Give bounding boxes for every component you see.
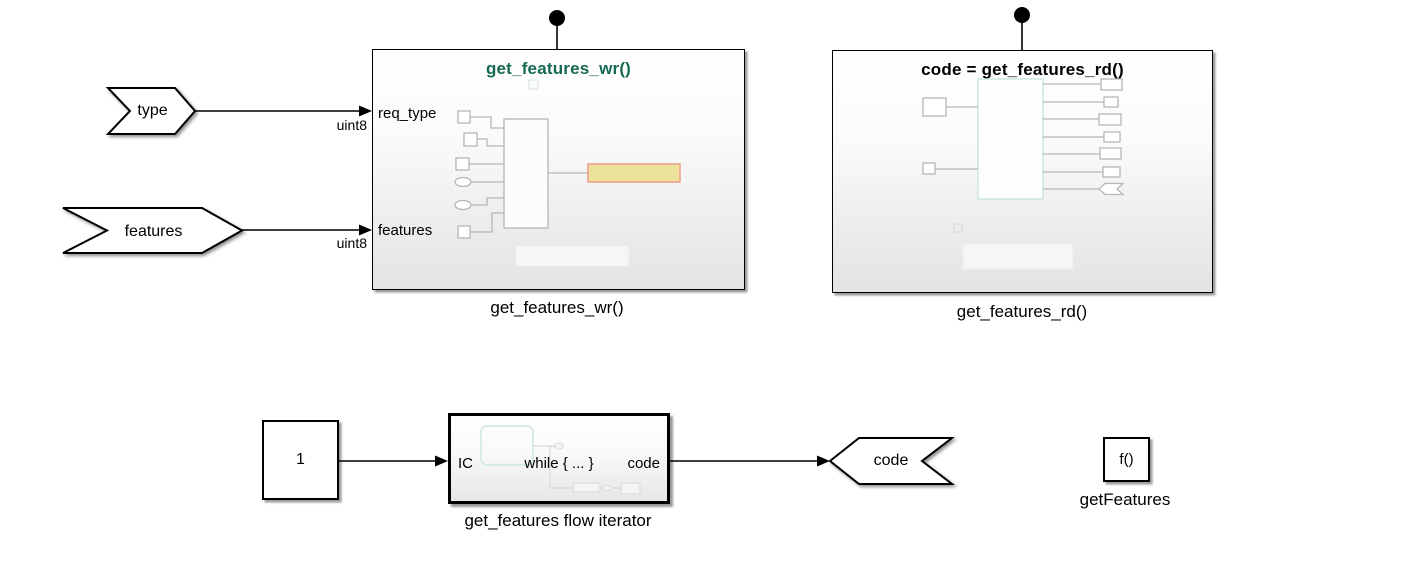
inport-type-label: type <box>137 102 168 119</box>
wr-block-title: get_features_wr() <box>485 59 632 78</box>
inport-features[interactable]: features <box>61 206 246 257</box>
signal-datatype-label: uint8 <box>336 117 367 133</box>
function-caller-block[interactable]: f() <box>1103 437 1150 482</box>
signal-datatype-label: uint8 <box>336 235 367 251</box>
rd-trigger-port-marker[interactable] <box>1014 7 1030 51</box>
iterator-while-label: while { ... } <box>524 455 594 472</box>
arrowhead-icon <box>359 224 372 236</box>
wr-port-label-features: features <box>378 222 433 239</box>
outport-code[interactable]: code <box>828 436 955 486</box>
iterator-inport-label: IC <box>458 455 473 472</box>
wr-port-label-req-type: req_type <box>378 105 437 122</box>
wr-preview-highlight-box <box>587 163 681 183</box>
rd-trigger-dot-icon <box>1014 7 1030 23</box>
iterator-subsystem-block[interactable]: IC while { ... } code <box>448 413 670 504</box>
inport-type[interactable]: type <box>105 85 199 137</box>
constant-value: 1 <box>296 451 305 468</box>
inport-features-label: features <box>124 222 183 240</box>
constant-block[interactable]: 1 <box>262 420 339 500</box>
rd-block-title: code = get_features_rd() <box>921 60 1124 79</box>
wr-trigger-dot-icon <box>549 10 565 26</box>
wr-block-content-preview <box>454 79 681 267</box>
function-caller-label: f() <box>1119 451 1134 468</box>
simulink-function-block-rd[interactable]: code = get_features_rd() <box>832 50 1213 293</box>
inport-shape-icon <box>105 87 197 135</box>
wr-block-caption: get_features_wr() <box>490 298 624 317</box>
rd-block-content-preview <box>922 78 1125 270</box>
arrowhead-icon <box>435 455 448 467</box>
rd-preview-outport-chevron <box>1098 182 1125 196</box>
outport-code-label: code <box>873 452 909 469</box>
arrowhead-icon <box>817 455 830 467</box>
simulink-function-block-wr[interactable]: get_features_wr() req_type features <box>372 49 745 290</box>
inport-shape-icon <box>62 207 245 254</box>
rd-block-caption: get_features_rd() <box>956 302 1088 321</box>
iterator-outport-label: code <box>627 455 660 472</box>
function-caller-caption: getFeatures <box>1079 490 1171 509</box>
arrowhead-icon <box>359 105 372 117</box>
wr-trigger-port-marker[interactable] <box>549 10 565 50</box>
iterator-block-caption: get_features flow iterator <box>464 511 652 530</box>
outport-shape-icon <box>828 437 955 485</box>
